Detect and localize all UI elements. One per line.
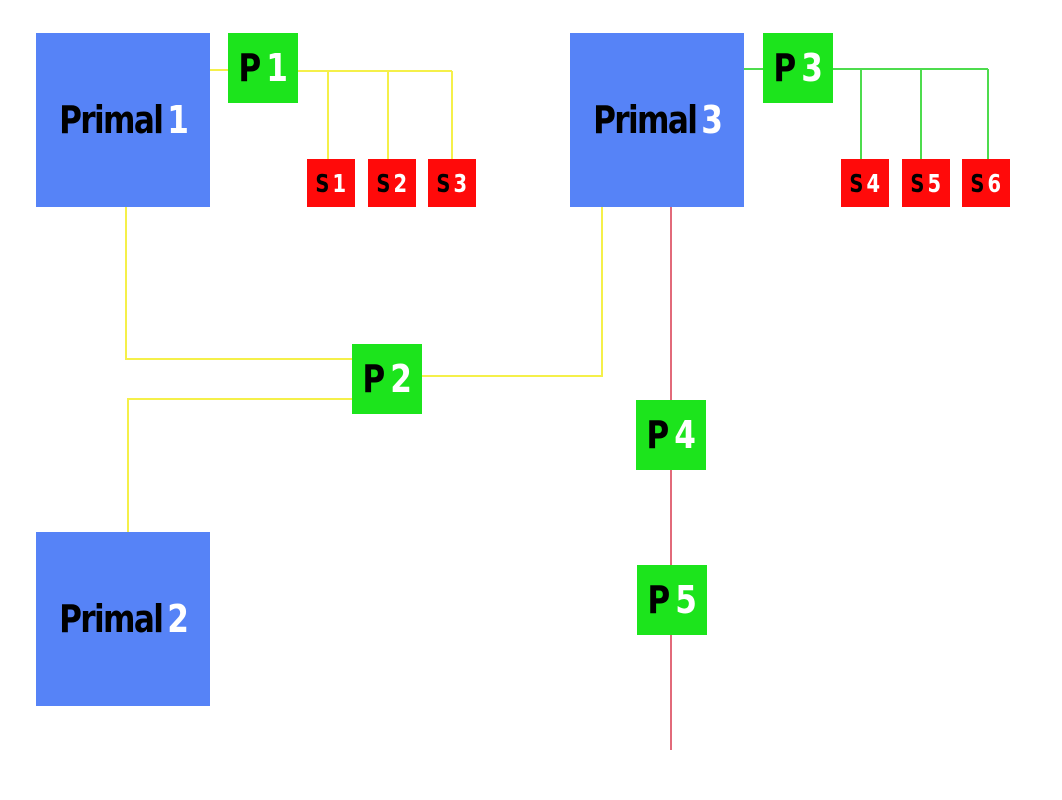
p-node-4-prefix: P <box>646 413 670 457</box>
p-node-5-number: 5 <box>675 578 697 622</box>
p-node-5-prefix: P <box>647 578 671 622</box>
s-node-4-prefix: S <box>849 168 864 198</box>
s-node-6-number: 6 <box>987 168 1002 198</box>
s-node-2-number: 2 <box>393 168 408 198</box>
wire-group-p1 <box>210 69 453 160</box>
s-node-4-number: 4 <box>866 168 881 198</box>
s-node-3-number: 3 <box>453 168 468 198</box>
wire-primal2-p2 <box>127 398 352 532</box>
p-node-4-number: 4 <box>674 413 696 457</box>
p-node-1-prefix: P <box>238 46 262 90</box>
primal-2-number: 2 <box>167 597 189 641</box>
primal-2-prefix: Primal <box>58 597 164 641</box>
s-node-5-prefix: S <box>910 168 925 198</box>
primal-1-number: 1 <box>167 98 189 142</box>
p-node-2-prefix: P <box>362 357 386 401</box>
p-node-3-number: 3 <box>801 46 823 90</box>
wire-group-p3 <box>744 68 989 160</box>
primal-3-number: 3 <box>701 98 723 142</box>
s-node-5-number: 5 <box>927 168 942 198</box>
p-node-1-number: 1 <box>266 46 288 90</box>
wire-primal3-p2 <box>422 207 603 377</box>
s-node-1-number: 1 <box>332 168 347 198</box>
primal-3-prefix: Primal <box>592 98 698 142</box>
s-node-3-prefix: S <box>436 168 451 198</box>
s-node-6-prefix: S <box>970 168 985 198</box>
wire-group-p2 <box>125 207 603 532</box>
p-node-3-prefix: P <box>773 46 797 90</box>
wire-primal1-p2 <box>125 207 352 360</box>
primal-1-prefix: Primal <box>58 98 164 142</box>
p-node-2-number: 2 <box>390 357 412 401</box>
s-node-2-prefix: S <box>376 168 391 198</box>
s-node-1-prefix: S <box>315 168 330 198</box>
